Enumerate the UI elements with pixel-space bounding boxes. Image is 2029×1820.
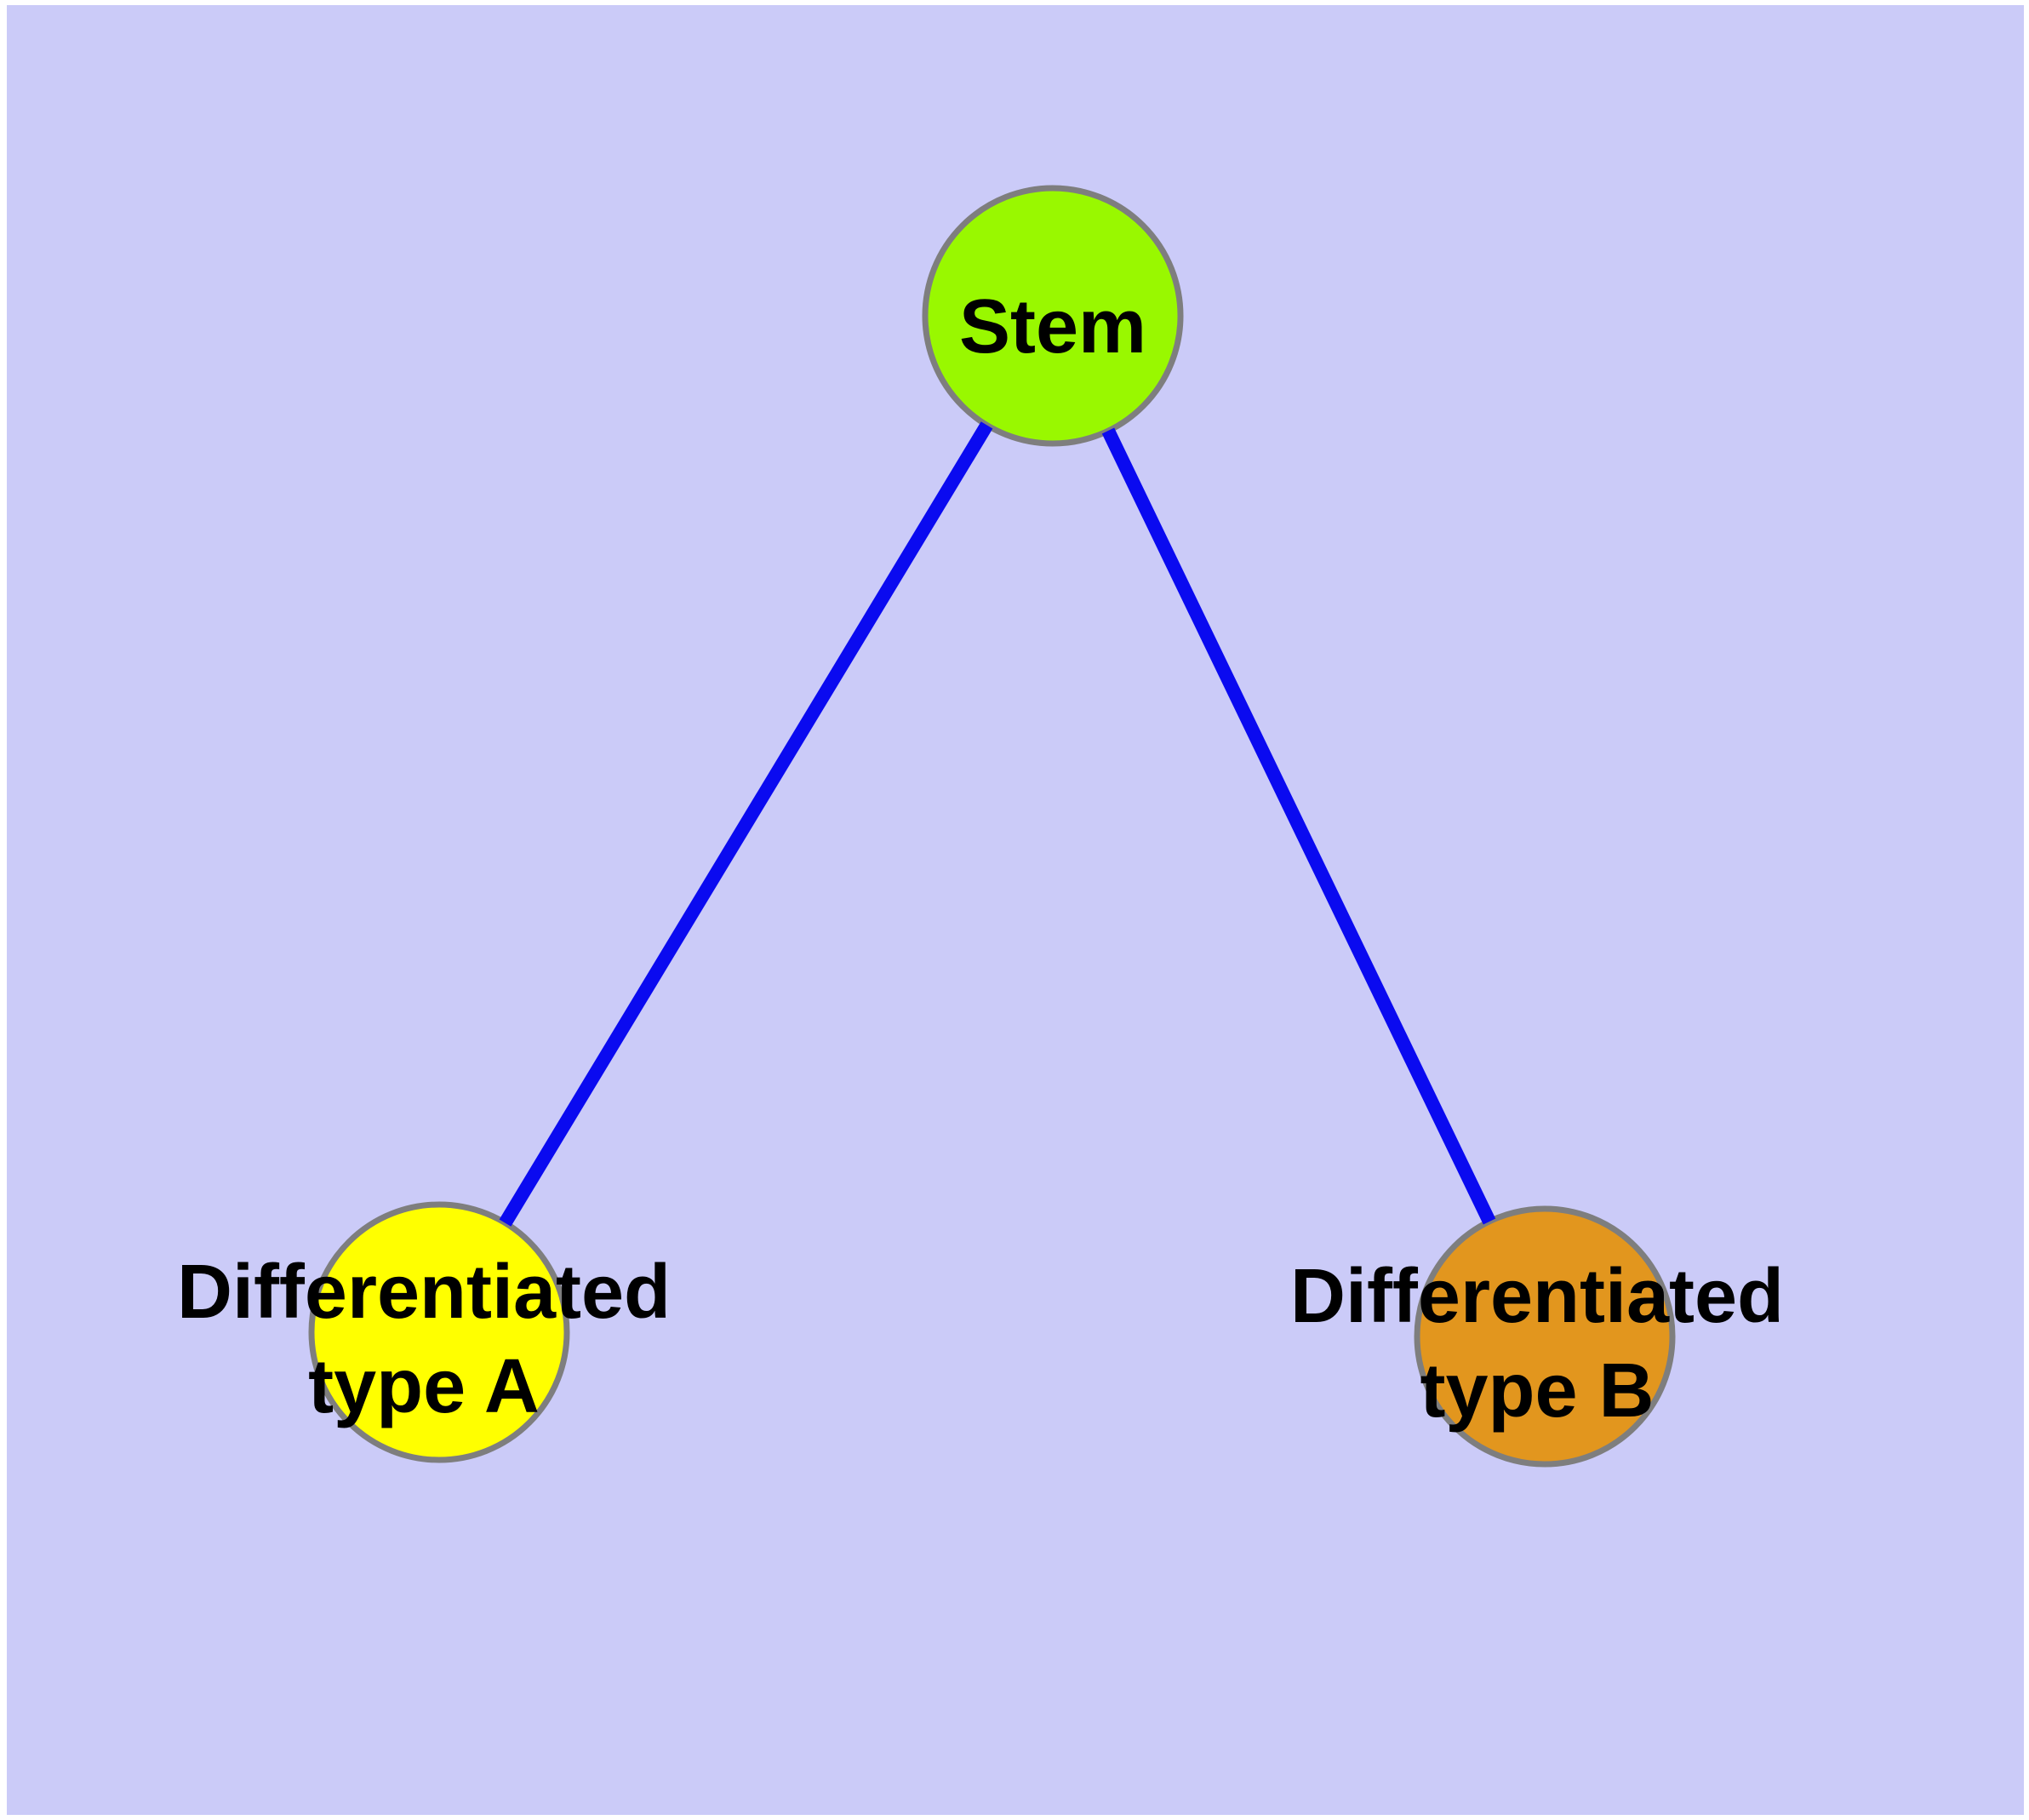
node-differentiated-b-label-line1: Differentiated — [1290, 1254, 1784, 1339]
node-differentiated-a-label-line1: Differentiated — [177, 1250, 671, 1335]
node-differentiated-a-circle — [308, 1201, 570, 1463]
node-differentiated-b-label-line2: type B — [1420, 1348, 1654, 1434]
node-stem-circle — [922, 185, 1184, 447]
node-differentiated-b-circle — [1414, 1205, 1676, 1468]
edge-stem-to-differentiated-b — [1101, 427, 1496, 1225]
node-stem-label: Stem — [959, 284, 1146, 369]
edge-stem-to-differentiated-a — [499, 421, 993, 1227]
node-differentiated-a-label-line2: type A — [308, 1344, 540, 1429]
